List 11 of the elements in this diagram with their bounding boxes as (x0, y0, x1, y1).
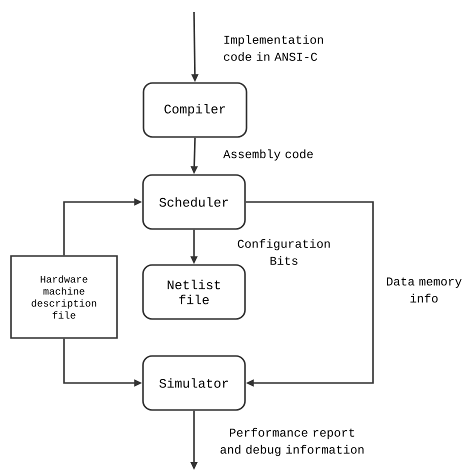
edge-label: Configuration Bits (238, 239, 330, 265)
edge-label: Implementation code in ANSI-C (224, 35, 323, 61)
process-box: Simulator (142, 355, 246, 411)
edge-label: Assembly code (223, 149, 313, 161)
edge-label: Data memory info (386, 277, 462, 303)
process-box: Scheduler (142, 174, 246, 230)
process-box: Netlist file (142, 264, 246, 320)
edge-label: Performance report and debug information (220, 428, 364, 456)
arrow (246, 201, 374, 387)
process-box: Compiler (142, 82, 248, 138)
file-box: Hardware machine description file (10, 255, 118, 339)
